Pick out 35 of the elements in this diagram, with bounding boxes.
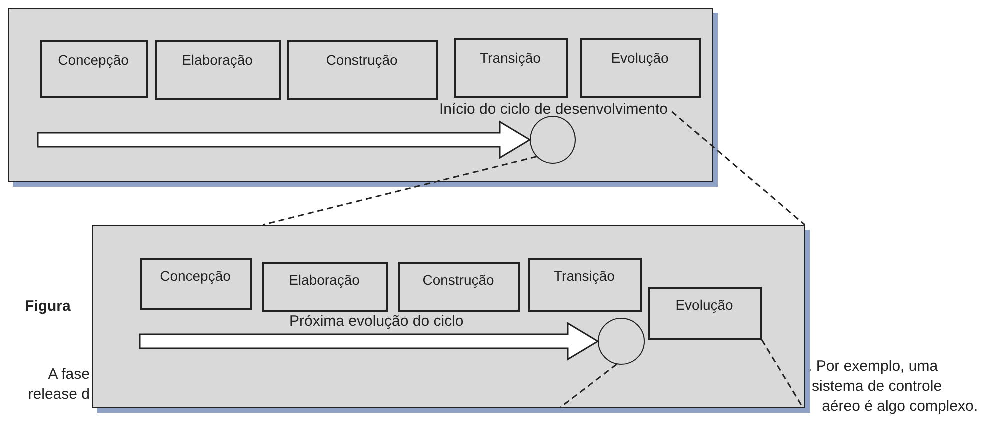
- phase-box: [154, 40, 280, 100]
- phase-box: [398, 262, 520, 312]
- phase-box: [648, 286, 762, 340]
- phase-box: [40, 40, 148, 98]
- dashed-line: [560, 364, 618, 409]
- body-text: aéreo é algo complexo.: [821, 398, 978, 415]
- phase-label: Elaboração: [182, 52, 253, 68]
- dashed-line: [761, 340, 803, 406]
- phase-box: [140, 258, 252, 310]
- cycle-label: Início do ciclo de desenvolvimento: [440, 100, 672, 118]
- phase-box: [286, 40, 438, 100]
- phase-label: Concepção: [160, 268, 231, 284]
- phase-label: Concepção: [58, 52, 129, 68]
- block-arrow: [37, 120, 532, 160]
- block-arrow: [139, 322, 600, 361]
- phase-box: [262, 262, 388, 312]
- phase-label: Evolução: [676, 296, 734, 312]
- body-text: release d: [27, 386, 90, 403]
- phase-label: Transição: [480, 50, 541, 66]
- phase-label: Elaboração: [289, 272, 360, 288]
- circle: [598, 318, 644, 364]
- body-text: sistema de controle: [812, 378, 944, 395]
- dashed-line: [262, 156, 538, 226]
- cycle-label: Próxima evolução do ciclo: [290, 312, 470, 330]
- dashed-line: [672, 111, 806, 226]
- circle: [530, 116, 576, 164]
- phase-box: [528, 258, 642, 312]
- phase-label: Transição: [554, 268, 615, 284]
- phase-label: Construção: [326, 52, 398, 68]
- body-text: A fase: [47, 366, 90, 383]
- phase-label: Construção: [422, 272, 494, 288]
- figure-caption: Figura: [25, 298, 72, 315]
- phase-label: Evolução: [611, 50, 669, 66]
- phase-box: [454, 38, 568, 98]
- phase-box: [580, 38, 700, 98]
